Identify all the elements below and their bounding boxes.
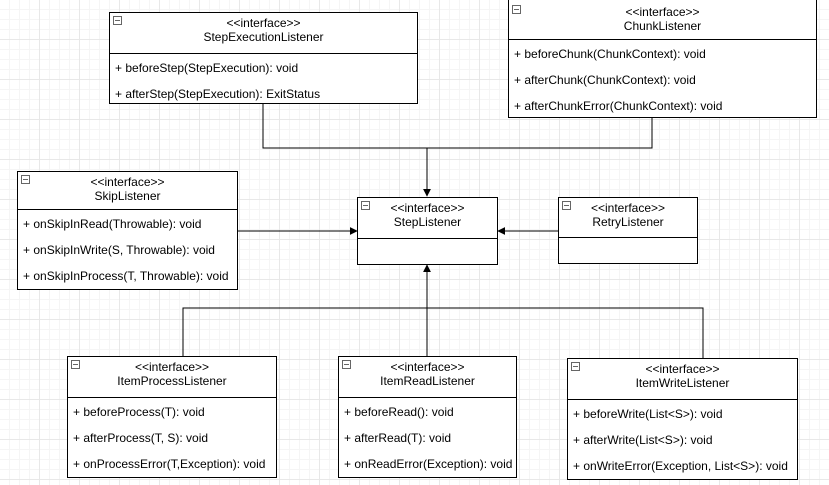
method-list: + beforeProcess(T): void + afterProcess(… bbox=[68, 398, 276, 477]
class-step-execution-listener[interactable]: <<interface>> StepExecutionListener + be… bbox=[109, 12, 418, 104]
connector-chunk-to-step bbox=[423, 118, 653, 197]
stereotype-label: <<interface>> bbox=[134, 360, 210, 374]
class-chunk-listener[interactable]: <<interface>> ChunkListener + beforeChun… bbox=[508, 0, 817, 118]
class-header: <<interface>> RetryListener bbox=[559, 198, 697, 238]
class-retry-listener[interactable]: <<interface>> RetryListener bbox=[558, 197, 698, 264]
method-list: + onSkipInRead(Throwable): void + onSkip… bbox=[18, 210, 237, 289]
class-name: StepListener bbox=[393, 215, 462, 229]
class-name: ChunkListener bbox=[623, 19, 702, 33]
method-item: + beforeRead(): void bbox=[344, 405, 454, 419]
class-item-write-listener[interactable]: <<interface>> ItemWriteListener + before… bbox=[567, 358, 798, 480]
class-name: SkipListener bbox=[94, 189, 161, 203]
stereotype-label: <<interface>> bbox=[226, 16, 301, 30]
connector-item-process-to-step bbox=[182, 307, 427, 356]
class-name: ItemReadListener bbox=[380, 374, 475, 388]
class-header: <<interface>> SkipListener bbox=[18, 172, 237, 210]
method-item: + onReadError(Exception): void bbox=[344, 457, 513, 471]
class-header: <<interface>> ItemProcessListener bbox=[68, 357, 276, 398]
stereotype-label: <<interface>> bbox=[390, 201, 465, 215]
method-item: + beforeStep(StepExecution): void bbox=[115, 61, 299, 75]
method-list: + beforeStep(StepExecution): void + afte… bbox=[110, 54, 417, 107]
method-item: + afterStep(StepExecution): ExitStatus bbox=[115, 87, 321, 101]
class-header: <<interface>> ItemWriteListener bbox=[568, 359, 797, 400]
collapse-toggle-icon[interactable] bbox=[342, 360, 351, 369]
collapse-toggle-icon[interactable] bbox=[571, 362, 580, 371]
method-item: + afterChunk(ChunkContext): void bbox=[514, 73, 696, 87]
class-name: ItemProcessListener bbox=[117, 374, 227, 388]
class-header: <<interface>> StepListener bbox=[358, 198, 497, 239]
method-item: + afterRead(T): void bbox=[344, 431, 452, 445]
method-item: + onSkipInProcess(T, Throwable): void bbox=[23, 269, 229, 283]
method-list: + beforeWrite(List<S>): void + afterWrit… bbox=[568, 400, 797, 479]
class-header: <<interface>> StepExecutionListener bbox=[110, 13, 417, 54]
collapse-toggle-icon[interactable] bbox=[562, 201, 571, 210]
collapse-toggle-icon[interactable] bbox=[71, 360, 80, 369]
collapse-toggle-icon[interactable] bbox=[512, 5, 521, 14]
class-header: <<interface>> ItemReadListener bbox=[339, 357, 516, 398]
stereotype-label: <<interface>> bbox=[390, 360, 465, 374]
method-list: + beforeChunk(ChunkContext): void + afte… bbox=[509, 40, 816, 119]
method-list: + beforeRead(): void + afterRead(T): voi… bbox=[339, 398, 516, 477]
method-item: + onSkipInRead(Throwable): void bbox=[23, 217, 202, 231]
class-header: <<interface>> ChunkListener bbox=[509, 0, 816, 40]
collapse-toggle-icon[interactable] bbox=[21, 175, 30, 184]
method-item: + onWriteError(Exception, List<S>): void bbox=[573, 459, 788, 473]
class-item-read-listener[interactable]: <<interface>> ItemReadListener + beforeR… bbox=[338, 356, 517, 478]
method-item: + beforeProcess(T): void bbox=[73, 405, 205, 419]
method-item: + afterChunkError(ChunkContext): void bbox=[514, 99, 723, 113]
class-name: ItemWriteListener bbox=[635, 376, 730, 390]
collapse-toggle-icon[interactable] bbox=[361, 201, 370, 210]
stereotype-label: <<interface>> bbox=[625, 5, 700, 19]
method-item: + onProcessError(T,Exception): void bbox=[73, 457, 266, 471]
stereotype-label: <<interface>> bbox=[590, 201, 666, 215]
connector-item-write-to-step bbox=[427, 307, 704, 358]
method-item: + beforeWrite(List<S>): void bbox=[573, 407, 723, 421]
class-skip-listener[interactable]: <<interface>> SkipListener + onSkipInRea… bbox=[17, 171, 238, 290]
class-step-listener[interactable]: <<interface>> StepListener bbox=[357, 197, 498, 265]
collapse-toggle-icon[interactable] bbox=[113, 16, 122, 25]
method-item: + beforeChunk(ChunkContext): void bbox=[514, 47, 706, 61]
class-item-process-listener[interactable]: <<interface>> ItemProcessListener + befo… bbox=[67, 356, 277, 478]
class-name: StepExecutionListener bbox=[203, 30, 324, 44]
connector-step-execution-to-step bbox=[262, 104, 427, 149]
stereotype-label: <<interface>> bbox=[645, 362, 720, 376]
method-item: + afterProcess(T, S): void bbox=[73, 431, 209, 445]
stereotype-label: <<interface>> bbox=[90, 175, 165, 189]
method-item: + afterWrite(List<S>): void bbox=[573, 433, 713, 447]
method-item: + onSkipInWrite(S, Throwable): void bbox=[23, 243, 215, 257]
class-name: RetryListener bbox=[592, 215, 664, 229]
